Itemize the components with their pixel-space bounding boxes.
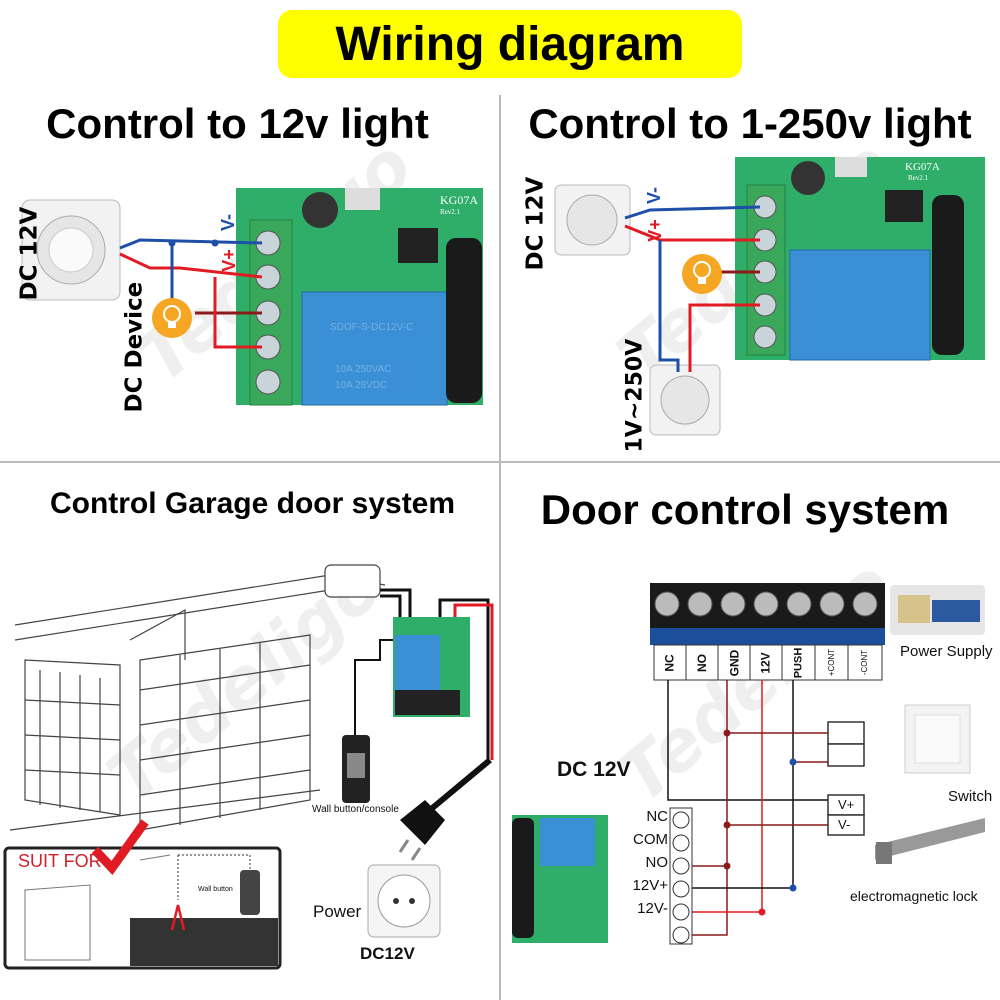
power-socket-bl <box>367 864 441 938</box>
label-vminus: V- <box>838 817 851 832</box>
power-plug <box>398 800 445 861</box>
banner-title: Wiring diagram <box>278 10 742 78</box>
terminal-label: -CONT <box>860 649 870 676</box>
label-wall-button: Wall button <box>198 886 233 893</box>
svg-text:SDOF-S-DC12V-C: SDOF-S-DC12V-C <box>330 322 413 333</box>
relay-board-tl: KG07A Rev2.1 SDOF-S-DC12V-C 10A 250VAC 1… <box>236 188 483 406</box>
terminal-block <box>650 583 885 681</box>
terminal-label: 12V <box>758 651 773 674</box>
terminal-label: GND <box>726 649 741 676</box>
label-v-plus-tl: V+ <box>218 249 239 272</box>
label-electromagnetic-lock: electromagnetic lock <box>850 888 978 904</box>
board-model: KG07A <box>905 161 940 173</box>
label-v-plus-tr: V+ <box>644 219 665 242</box>
label-wall-button-console: Wall button/console <box>312 804 399 815</box>
wires-tr <box>624 205 761 372</box>
module-terminal-labels: NC COM NO 12V+ 12V- <box>612 808 668 923</box>
label-power: Power <box>313 902 362 921</box>
electromagnetic-lock-image <box>875 818 985 864</box>
label-dc-device: DC Device <box>121 281 148 413</box>
relay-board-tr: KG07A Rev2.1 <box>735 157 985 361</box>
label-v-minus-tl: V- <box>218 213 239 232</box>
vertical-divider <box>499 95 501 1000</box>
label-1v-250v: 1V~250V <box>622 338 648 453</box>
label-v-minus-tr: V- <box>644 186 665 205</box>
relay-board-door <box>512 815 608 943</box>
relay-board-garage <box>393 617 470 717</box>
terminal-label: PUSH <box>792 647 805 678</box>
board-rev: Rev2.1 <box>908 174 929 182</box>
svg-text:10A 28VDC: 10A 28VDC <box>335 380 387 391</box>
label-switch: Switch <box>948 788 993 805</box>
module-terminal-label: 12V+ <box>632 877 668 894</box>
module-terminal-label: NC <box>646 808 668 825</box>
terminal-labels: NC NO GND 12V PUSH +CONT -CONT <box>654 645 882 680</box>
panel-title-12v: Control to 12v light <box>46 100 429 147</box>
power-supply-image <box>890 585 985 635</box>
terminal-label: NO <box>695 653 709 672</box>
terminal-label: +CONT <box>827 648 836 677</box>
garage-drawing <box>9 564 386 831</box>
board-model: KG07A <box>440 193 478 207</box>
panel-title-garage: Control Garage door system <box>49 487 456 520</box>
wall-socket-250v <box>649 364 721 436</box>
light-bulb-icon-tl <box>152 298 192 338</box>
label-vplus: V+ <box>838 797 855 812</box>
wall-button-console <box>342 735 370 803</box>
label-dc12v-tl: DC 12V <box>16 206 43 301</box>
label-suit-for: SUIT FOR <box>18 851 102 871</box>
board-rev: Rev2.1 <box>440 208 461 216</box>
module-terminal-label: NO <box>645 854 669 871</box>
svg-text:10A 250VAC: 10A 250VAC <box>335 364 392 375</box>
module-terminal-label: COM <box>633 831 668 848</box>
label-dc12v-tr: DC 12V <box>522 176 549 271</box>
wall-socket-dc12v-tr <box>554 184 631 256</box>
switch-image <box>904 704 971 774</box>
horizontal-divider <box>0 461 1000 463</box>
wires-tl <box>119 238 263 349</box>
light-bulb-icon-tr <box>682 254 722 294</box>
panel-title-door: Door control system <box>540 486 950 533</box>
label-power-supply: Power Supply <box>900 643 993 660</box>
terminal-label: NC <box>663 653 677 672</box>
garage-wires <box>354 588 494 813</box>
panel-title-250v: Control to 1-250v light <box>528 100 972 147</box>
suit-for-inset <box>3 819 282 970</box>
wall-socket-dc12v <box>21 199 121 301</box>
label-dc12v-bl: DC12V <box>360 944 415 963</box>
label-dc12v-br: DC 12V <box>557 758 631 781</box>
module-terminal-label: 12V- <box>637 900 668 917</box>
module-terminal-strip <box>669 807 693 945</box>
door-wires <box>667 680 865 936</box>
